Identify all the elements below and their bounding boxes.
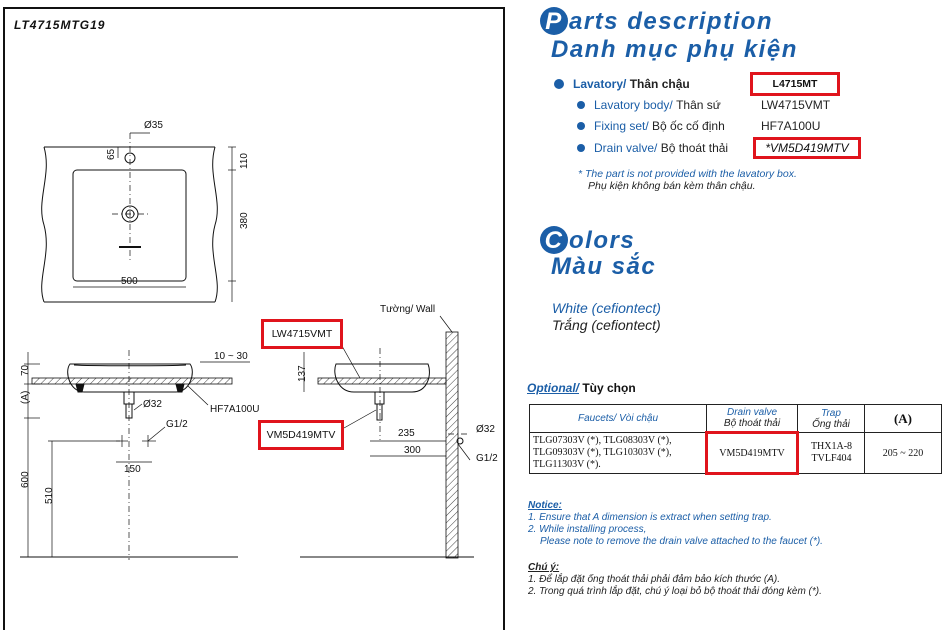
dim-d510: 510 <box>44 487 55 504</box>
lavatory-label-vn: Thân chậu <box>629 77 690 91</box>
part-row-drain: Drain valve/ Bộ thoát thải <box>577 141 728 155</box>
chu-y-line-2: 2. Trong quá trình lắp đặt, chú ý loại b… <box>528 586 822 597</box>
bullet-icon <box>554 79 564 89</box>
side-view <box>300 315 474 559</box>
label-vm5d419mtv: VM5D419MTV <box>258 420 344 450</box>
dim-d65: 65 <box>106 148 117 160</box>
colors-title-text: olors <box>569 227 636 254</box>
optional-title-en: Optional/ <box>527 381 579 395</box>
bullet-icon <box>577 144 585 152</box>
th-a: (A) <box>864 404 942 433</box>
lavatory-code: L4715MT <box>750 72 840 96</box>
dim-g12a: G1/2 <box>166 419 188 430</box>
part-code-fixing: HF7A100U <box>761 119 821 133</box>
part-code-drain: *VM5D419MTV <box>753 137 861 159</box>
parts-note-en: * The part is not provided with the lava… <box>578 168 797 180</box>
th-faucets: Faucets/ Vòi chậu <box>529 404 707 433</box>
dim-d380: 380 <box>239 212 250 229</box>
part-code-body: LW4715VMT <box>761 98 831 112</box>
lavatory-row: Lavatory/ Thân chậu <box>554 77 690 91</box>
notice-line-1: 1. Ensure that A dimension is extract wh… <box>528 512 772 523</box>
parts-title-letter: P <box>540 7 568 35</box>
dim-a: (A) <box>20 391 31 404</box>
dim-d10-30: 10 ~ 30 <box>214 351 248 362</box>
color-en: White (cefiontect) <box>552 300 661 316</box>
dim-d300: 300 <box>404 445 421 456</box>
part-row-body: Lavatory body/ Thân sứ <box>577 98 721 112</box>
front-view <box>20 350 250 560</box>
notice-head: Notice: <box>528 500 562 511</box>
chu-y-line-1: 1. Để lắp đặt ống thoát thải phải đảm bả… <box>528 574 780 585</box>
part-label-en: Lavatory body/ <box>594 98 673 112</box>
notice-line-3: Please note to remove the drain valve at… <box>540 536 823 547</box>
chu-y-block: Chú ý: 1. Để lắp đặt ống thoát thải phải… <box>528 562 822 598</box>
part-label-en: Drain valve/ <box>594 141 658 155</box>
label-wall: Tường/ Wall <box>380 304 435 315</box>
drawing-frame <box>3 7 505 630</box>
dim-d35: Ø35 <box>144 120 163 131</box>
cell-a: 205 ~ 220 <box>864 432 942 474</box>
table-row: TLG07303V (*), TLG08303V (*), TLG09303V … <box>529 431 942 475</box>
cell-trap: THX1A-8 TVLF404 <box>797 432 865 474</box>
dim-d137: 137 <box>297 365 308 382</box>
label-hf7a100u: HF7A100U <box>210 404 259 415</box>
dim-d70: 70 <box>20 364 31 376</box>
dim-d32a: Ø32 <box>143 399 162 410</box>
cell-drain: VM5D419MTV <box>705 431 799 475</box>
dim-d235: 235 <box>398 428 415 439</box>
dim-d110: 110 <box>239 153 250 169</box>
cell-faucets: TLG07303V (*), TLG08303V (*), TLG09303V … <box>529 432 707 474</box>
part-row-fixing: Fixing set/ Bộ ốc cố định <box>577 119 725 133</box>
parts-title-text: arts description <box>569 8 774 35</box>
optional-title-vn: Tùy chọn <box>582 381 636 395</box>
dim-d32b: Ø32 <box>476 424 495 435</box>
bullet-icon <box>577 101 585 109</box>
technical-drawing: Ø35 65 110 380 500 <box>3 7 505 630</box>
colors-title-letter: C <box>540 226 568 254</box>
dim-d150: 150 <box>124 464 141 475</box>
part-label-vn: Bộ thoát thải <box>660 141 729 155</box>
lavatory-label-en: Lavatory/ <box>573 77 627 91</box>
drawing-canvas: Ø35 65 110 380 500 <box>3 7 505 630</box>
dim-g12b: G1/2 <box>476 453 498 464</box>
colors-subtitle: Màu sắc <box>551 253 657 280</box>
bullet-icon <box>577 122 585 130</box>
notice-line-2: 2. While installing process, <box>528 524 647 535</box>
parts-note-vn: Phụ kiện không bán kèm thân chậu. <box>588 180 756 192</box>
part-label-vn: Bộ ốc cố định <box>652 119 725 133</box>
label-lw4715vmt: LW4715VMT <box>261 319 343 349</box>
part-label-en: Fixing set/ <box>594 119 649 133</box>
dim-d600: 600 <box>20 471 31 488</box>
parts-note: * The part is not provided with the lava… <box>578 168 797 192</box>
notice-block: Notice: 1. Ensure that A dimension is ex… <box>528 500 823 548</box>
part-label-vn: Thân sứ <box>676 98 721 112</box>
chu-y-head: Chú ý: <box>528 562 560 573</box>
color-vn: Trắng (cefiontect) <box>552 317 661 333</box>
model-code: LT4715MTG19 <box>14 18 106 32</box>
top-view <box>41 132 236 303</box>
parts-subtitle: Danh mục phụ kiện <box>551 36 798 63</box>
dim-d500: 500 <box>121 276 138 287</box>
optional-title: Optional/ Tùy chọn <box>527 381 636 395</box>
